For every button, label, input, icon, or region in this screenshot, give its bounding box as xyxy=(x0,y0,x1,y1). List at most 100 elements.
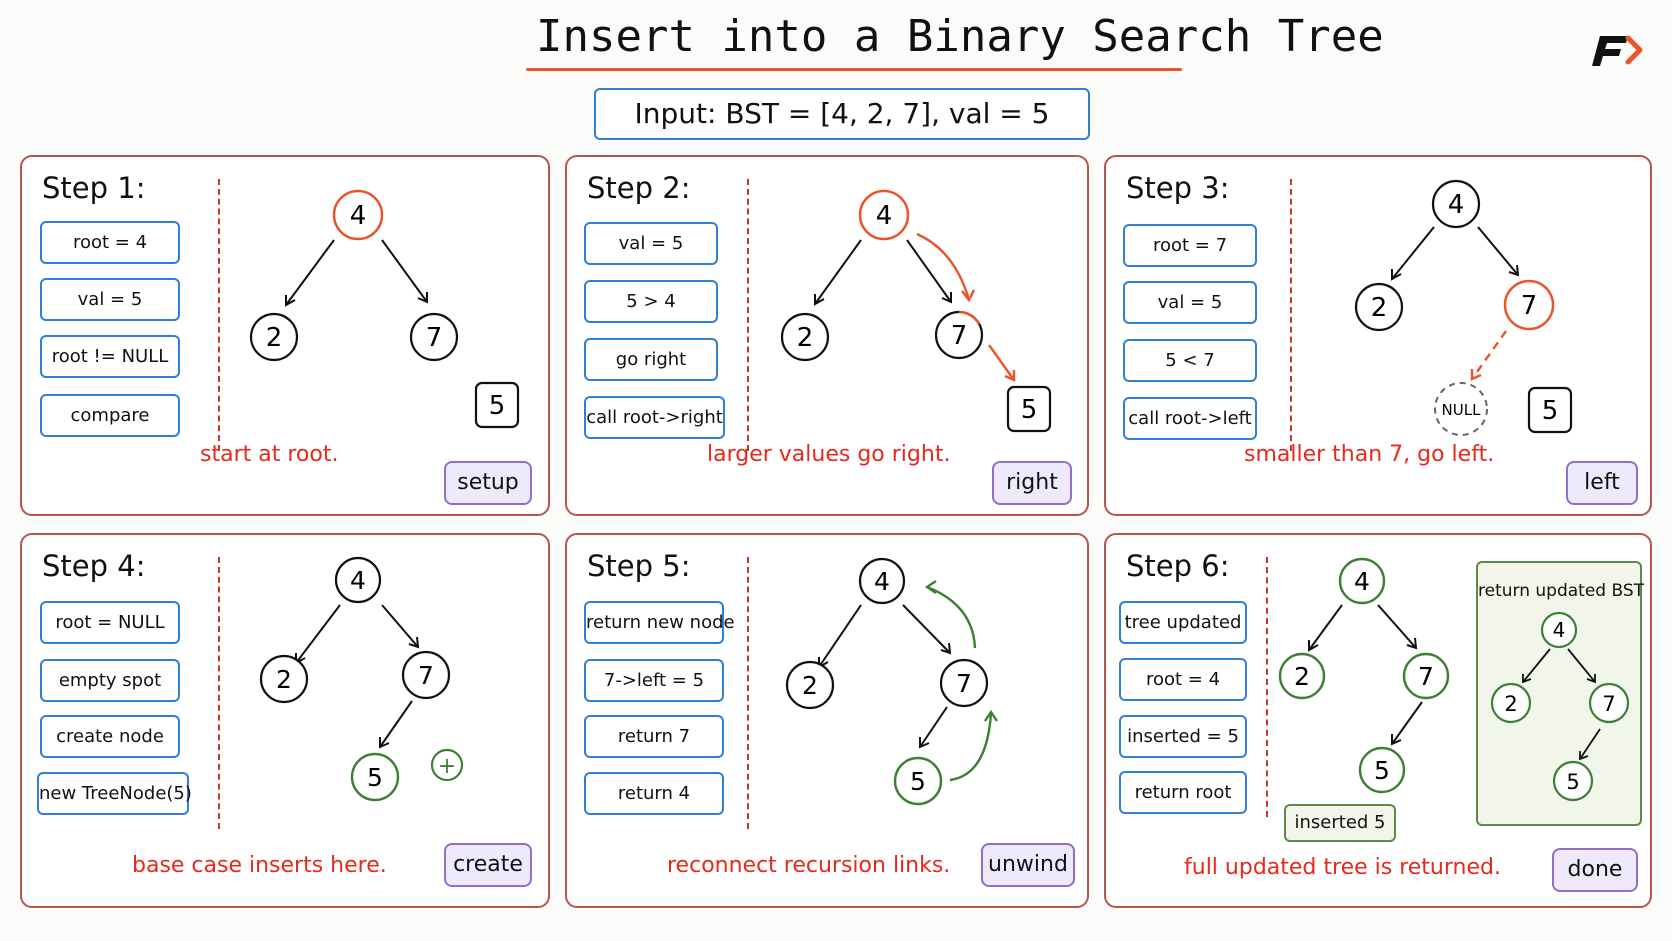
bst-diagram: 4 2 7 5 xyxy=(780,189,1052,433)
bst-diagram: 4 2 7 5 xyxy=(785,557,998,806)
null-label: NULL xyxy=(1442,401,1482,419)
node-label: 7 xyxy=(418,661,434,690)
step-caption: full updated tree is returned. xyxy=(1184,855,1501,880)
step-chip: return 7 xyxy=(584,715,724,758)
node-label: 2 xyxy=(1294,662,1310,691)
step-caption: start at root. xyxy=(200,442,339,467)
page-title: Insert into a Binary Search Tree xyxy=(536,11,1384,62)
node-label: 2 xyxy=(1504,692,1517,716)
node-label: 2 xyxy=(802,671,818,700)
result-tree: 4 2 7 5 xyxy=(1490,611,1630,802)
tree-node-left xyxy=(1490,682,1532,724)
node-label: 4 xyxy=(876,201,893,231)
step-tag: left xyxy=(1566,461,1638,505)
tree-node-right xyxy=(939,658,989,708)
step-title: Step 4: xyxy=(42,549,146,583)
tree-node-left xyxy=(1354,282,1404,332)
step-caption: smaller than 7, go left. xyxy=(1244,442,1495,467)
node-label: 7 xyxy=(426,323,443,353)
tree-node-right xyxy=(1402,652,1450,700)
node-label: 7 xyxy=(1602,692,1615,716)
step-chip: call root->left xyxy=(1123,397,1257,440)
node-label: 2 xyxy=(797,323,814,353)
plus-label: + xyxy=(438,754,456,779)
title-underline xyxy=(526,68,1182,71)
step-chip: compare xyxy=(40,394,180,437)
tree-node-root xyxy=(858,557,906,605)
node-label: 7 xyxy=(1418,662,1434,691)
step-chip: go right xyxy=(584,338,718,381)
plus-icon xyxy=(430,748,464,782)
step-chip: inserted = 5 xyxy=(1119,715,1247,758)
step-tag: create xyxy=(444,843,532,887)
tree-node-root xyxy=(858,189,910,241)
dashed-separator xyxy=(1290,179,1292,451)
step-chip: val = 5 xyxy=(584,222,718,265)
step-chip: return root xyxy=(1119,771,1247,814)
tree-node-root xyxy=(334,556,382,604)
node-label: 4 xyxy=(1354,567,1370,596)
step-title: Step 6: xyxy=(1126,549,1230,583)
node-label: 5 xyxy=(1374,756,1390,785)
tree-node-right xyxy=(1503,279,1555,331)
value-label: 5 xyxy=(489,391,506,421)
step-tag: right xyxy=(992,461,1072,505)
step-chip: new TreeNode(5) xyxy=(37,772,192,815)
tree-node-left xyxy=(785,660,835,710)
tree-node-left xyxy=(259,654,309,704)
step-title: Step 2: xyxy=(587,171,691,205)
step-chip: tree updated xyxy=(1119,601,1247,644)
node-label: 4 xyxy=(1553,618,1566,642)
step-chip: return new node xyxy=(584,601,735,644)
node-label: 4 xyxy=(350,201,367,231)
node-label: 2 xyxy=(1371,293,1388,323)
step-chip: empty spot xyxy=(40,659,180,702)
tree-node-new xyxy=(1358,746,1406,794)
bst-diagram: 4 2 7 5 xyxy=(1278,557,1450,794)
result-box-title: return updated BST xyxy=(1478,581,1645,601)
value-label: 5 xyxy=(1542,396,1559,426)
step-caption: base case inserts here. xyxy=(132,853,387,878)
step-chip: val = 5 xyxy=(40,278,180,321)
tree-node-left xyxy=(1278,652,1326,700)
tree-node-root xyxy=(332,189,384,241)
value-box xyxy=(1527,386,1573,434)
step-2-panel: Step 2: val = 5 5 > 4 go right call root… xyxy=(565,155,1089,516)
bst-diagram: 4 2 7 NULL 5 xyxy=(1354,179,1573,436)
node-label: 7 xyxy=(956,669,972,698)
step-5-panel: Step 5: return new node 7->left = 5 retu… xyxy=(565,533,1089,908)
step-tag: done xyxy=(1552,848,1638,892)
value-box xyxy=(474,381,520,429)
dashed-separator xyxy=(1266,557,1268,817)
step-chip: root = 4 xyxy=(1119,658,1247,701)
tree-node-right xyxy=(409,312,459,362)
tree-node-root xyxy=(1540,611,1578,649)
step-1-panel: Step 1: root = 4 val = 5 root != NULL co… xyxy=(20,155,550,516)
tree-node-left xyxy=(249,312,299,362)
dashed-separator xyxy=(218,557,220,829)
step-chip: call root->right xyxy=(584,396,725,439)
step-chip: return 4 xyxy=(584,772,724,815)
node-label: 7 xyxy=(1521,291,1538,321)
step-chip: val = 5 xyxy=(1123,281,1257,324)
tree-node-right xyxy=(1588,682,1630,724)
step-chip: create node xyxy=(40,715,180,758)
result-box: return updated BST 4 2 7 5 xyxy=(1476,561,1645,826)
tree-node-right xyxy=(401,650,451,700)
dashed-separator xyxy=(747,179,749,451)
step-title: Step 3: xyxy=(1126,171,1230,205)
step-6-panel: Step 6: tree updated root = 4 inserted =… xyxy=(1104,533,1652,908)
step-title: Step 1: xyxy=(42,171,146,205)
step-chip: 7->left = 5 xyxy=(584,659,724,702)
step-title: Step 5: xyxy=(587,549,691,583)
inserted-label: inserted 5 xyxy=(1284,804,1396,842)
bst-diagram: 4 2 7 5 xyxy=(249,189,520,429)
input-box: Input: BST = [4, 2, 7], val = 5 xyxy=(594,88,1090,140)
node-label: 2 xyxy=(276,665,292,694)
tree-node-new xyxy=(893,756,943,806)
value-label: 5 xyxy=(1021,395,1038,425)
step-3-panel: Step 3: root = 7 val = 5 5 < 7 call root… xyxy=(1104,155,1652,516)
null-node xyxy=(1434,382,1488,436)
node-label: 5 xyxy=(367,763,383,792)
node-label: 7 xyxy=(951,321,968,351)
